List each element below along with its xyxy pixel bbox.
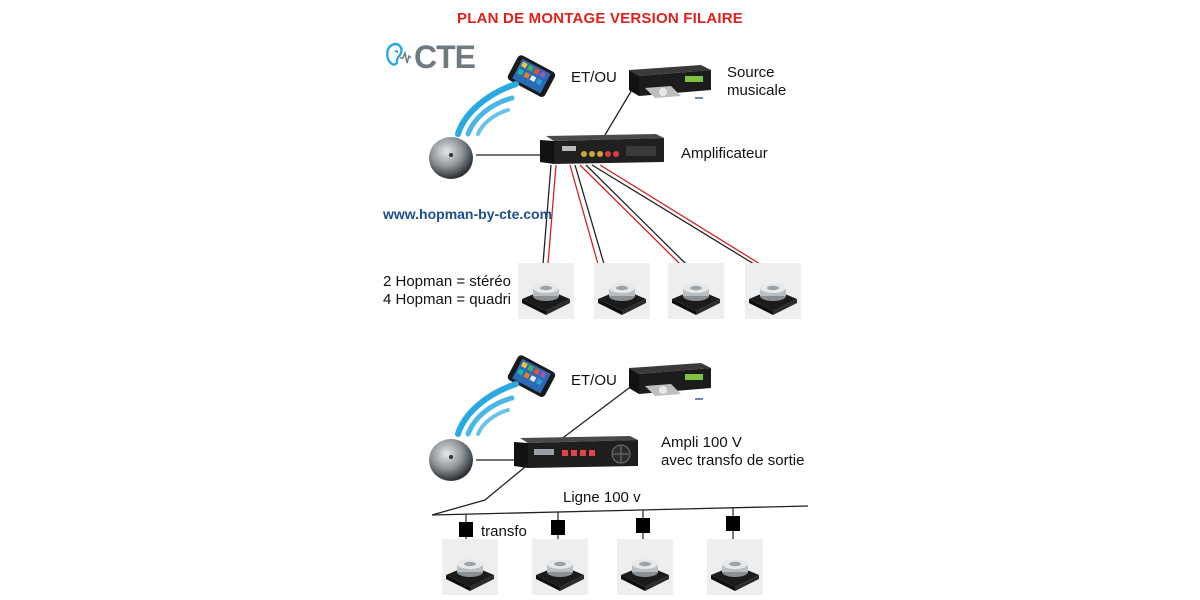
cte-logo: CTE [384, 38, 477, 75]
wireless-waves-top [452, 78, 524, 140]
amplifier [540, 134, 664, 166]
music-source-bottom [627, 360, 713, 398]
website-link[interactable]: www.hopman-by-cte.com [383, 206, 553, 222]
wire-speaker3-red [579, 164, 681, 265]
hopman-speaker-bottom-3 [617, 539, 673, 600]
wireless-waves-bottom [452, 378, 524, 440]
label-amplificateur: Amplificateur [681, 145, 768, 162]
label-stereo: 2 Hopman = stéréo [383, 273, 511, 290]
logo-text: CTE [414, 39, 476, 72]
label-et-ou-top: ET/OU [571, 69, 617, 86]
wire-speaker3-black [585, 164, 687, 265]
ear-icon [386, 42, 412, 66]
label-ampli-100v: Ampli 100 V [661, 434, 742, 451]
source-indicator-top [695, 97, 703, 99]
wire-speaker1-red [547, 164, 557, 265]
hopman-speaker-bottom-1 [442, 539, 498, 600]
label-source: Source [727, 64, 775, 81]
transfo-3 [636, 518, 650, 533]
transfo-2 [551, 520, 565, 535]
hopman-speaker-top-3 [668, 263, 724, 324]
wire-amp-to-line [431, 466, 526, 516]
smartphone-bottom [500, 350, 562, 404]
wire-source-to-amp [601, 87, 634, 141]
label-transfo-sortie: avec transfo de sortie [661, 452, 805, 469]
music-source-top [627, 62, 713, 100]
hopman-speaker-top-1 [518, 263, 574, 324]
wire-speaker2-black [574, 164, 605, 265]
label-et-ou-bottom: ET/OU [571, 372, 617, 389]
label-ligne-100v: Ligne 100 v [563, 489, 641, 506]
source-indicator-bottom [695, 398, 703, 400]
hopman-speaker-bottom-4 [707, 539, 763, 600]
diagram-title: PLAN DE MONTAGE VERSION FILAIRE [457, 10, 743, 27]
transfo-1 [459, 522, 473, 537]
wire-speaker4-red [599, 164, 761, 265]
label-quadri: 4 Hopman = quadri [383, 291, 511, 308]
wire-speaker2-red [569, 164, 599, 265]
wire-source-to-100v-amp [559, 384, 634, 441]
line-100v [431, 505, 809, 516]
smartphone-top [500, 50, 562, 104]
label-musicale: musicale [727, 82, 787, 99]
amplifier-100v [514, 436, 638, 470]
receiver-top [427, 135, 475, 181]
receiver-bottom [427, 437, 475, 483]
label-transfo: transfo [481, 523, 527, 540]
transfo-4 [726, 516, 740, 531]
hopman-speaker-top-2 [594, 263, 650, 324]
wire-speaker1-black [542, 164, 552, 265]
hopman-speaker-top-4 [745, 263, 801, 324]
hopman-speaker-bottom-2 [532, 539, 588, 600]
wire-speaker4-black [591, 164, 755, 265]
